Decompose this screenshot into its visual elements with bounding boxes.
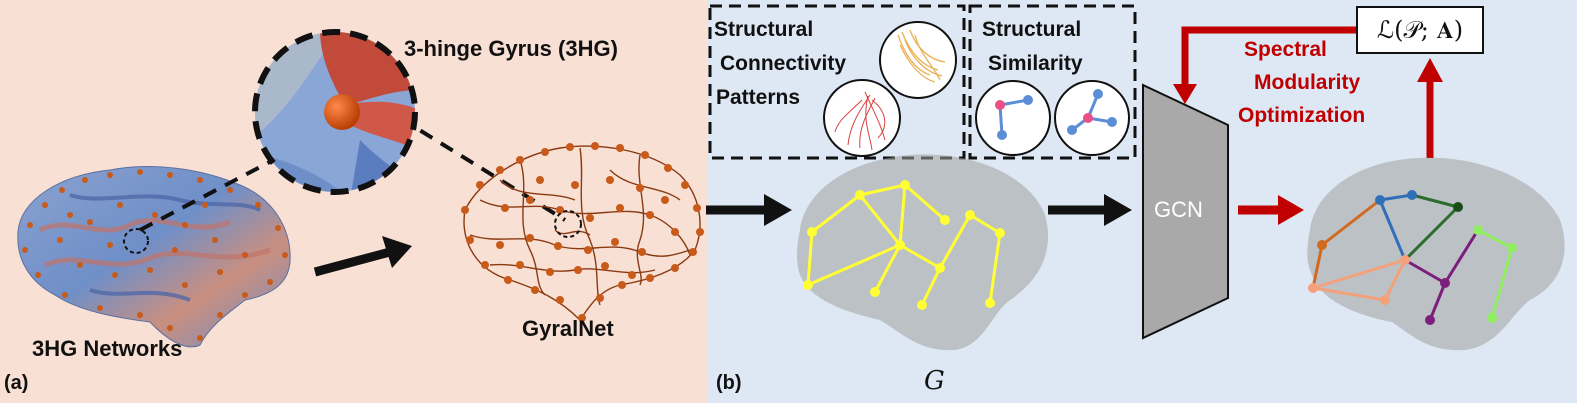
gcn-block — [1142, 83, 1229, 340]
arrow-gcn-to-output — [1238, 195, 1304, 225]
zoom-connector-left — [139, 153, 284, 232]
3hg-node-ball — [324, 94, 360, 130]
arrow-cortex-to-gyralnet — [313, 236, 412, 277]
3hg-networks-label: 3HG Networks — [32, 336, 183, 361]
arrow-output-to-loss — [1417, 58, 1443, 158]
zoom-circle-3hg — [252, 29, 418, 195]
output-brain-graph — [1307, 157, 1565, 351]
zoom-connector-right — [398, 116, 567, 222]
connectivity-label-line2: Connectivity — [720, 52, 847, 75]
gcn-label: GCN — [1154, 197, 1203, 222]
similarity-graph-1 — [975, 80, 1051, 156]
similarity-graph-2 — [1054, 80, 1130, 156]
gyralnet-nodes — [461, 142, 704, 322]
optimization-label-line2: Modularity — [1254, 71, 1361, 94]
panel-b-tag: (b) — [716, 372, 742, 394]
arrow-to-gcn — [1048, 194, 1132, 226]
similarity-label-line1: Structural — [982, 18, 1082, 41]
feedback-arrow — [1173, 26, 1356, 104]
similarity-box — [968, 4, 1137, 160]
hinge-gyrus-label: 3-hinge Gyrus (3HG) — [404, 36, 618, 61]
gyralnet-zoom-marker — [554, 210, 582, 238]
optimization-label-line1: Spectral — [1244, 38, 1327, 61]
similarity-label-line2: Similarity — [988, 52, 1083, 75]
fiber-bundle-red — [823, 79, 901, 157]
loss-function-box: ℒ(𝒫; 𝐀) — [1356, 6, 1484, 54]
connectivity-box — [708, 4, 966, 160]
panel-a-tag: (a) — [4, 372, 29, 394]
arrow-into-panel-b — [706, 194, 792, 226]
connectivity-label-line3: Patterns — [716, 86, 801, 109]
connectivity-label-line1: Structural — [714, 18, 814, 41]
graph-symbol-g: G — [924, 366, 945, 396]
gyralnet-label: GyralNet — [522, 316, 614, 341]
optimization-label-line3: Optimization — [1238, 104, 1366, 127]
fiber-bundle-yellow — [879, 21, 957, 99]
cortex-surface-brain — [17, 166, 291, 348]
input-brain-graph — [796, 154, 1049, 351]
